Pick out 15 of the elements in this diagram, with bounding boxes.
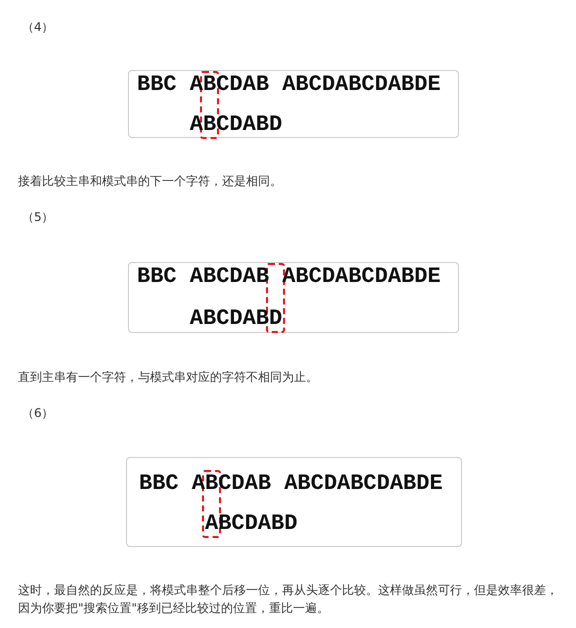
paragraph: 直到主串有一个字符，与模式串对应的字符不相同为止。 (18, 369, 319, 386)
string-match-panel (128, 70, 459, 138)
string-match-panel (126, 457, 462, 547)
step-number: （6） (22, 405, 55, 422)
pattern-string: ABCDABD (190, 307, 282, 331)
main-string: BBC ABCDAB ABCDABCDABDE (139, 472, 443, 496)
step-number: （5） (22, 209, 55, 226)
paragraph: 这时，最自然的反应是，将模式串整个后移一位，再从头逐个比较。这样做虽然可行，但是效率很差，因为你要把"搜索位置"移到已经比较过的位置，重比一遍。 (18, 582, 559, 617)
step-number: （4） (22, 19, 55, 36)
pattern-string: ABCDABD (190, 113, 282, 137)
paragraph: 接着比较主串和模式串的下一个字符，还是相同。 (18, 173, 283, 190)
string-match-panel (128, 262, 459, 333)
pattern-string: ABCDABD (205, 512, 298, 536)
main-string: BBC ABCDAB ABCDABCDABDE (137, 265, 441, 289)
main-string: BBC ABCDAB ABCDABCDABDE (137, 73, 441, 97)
